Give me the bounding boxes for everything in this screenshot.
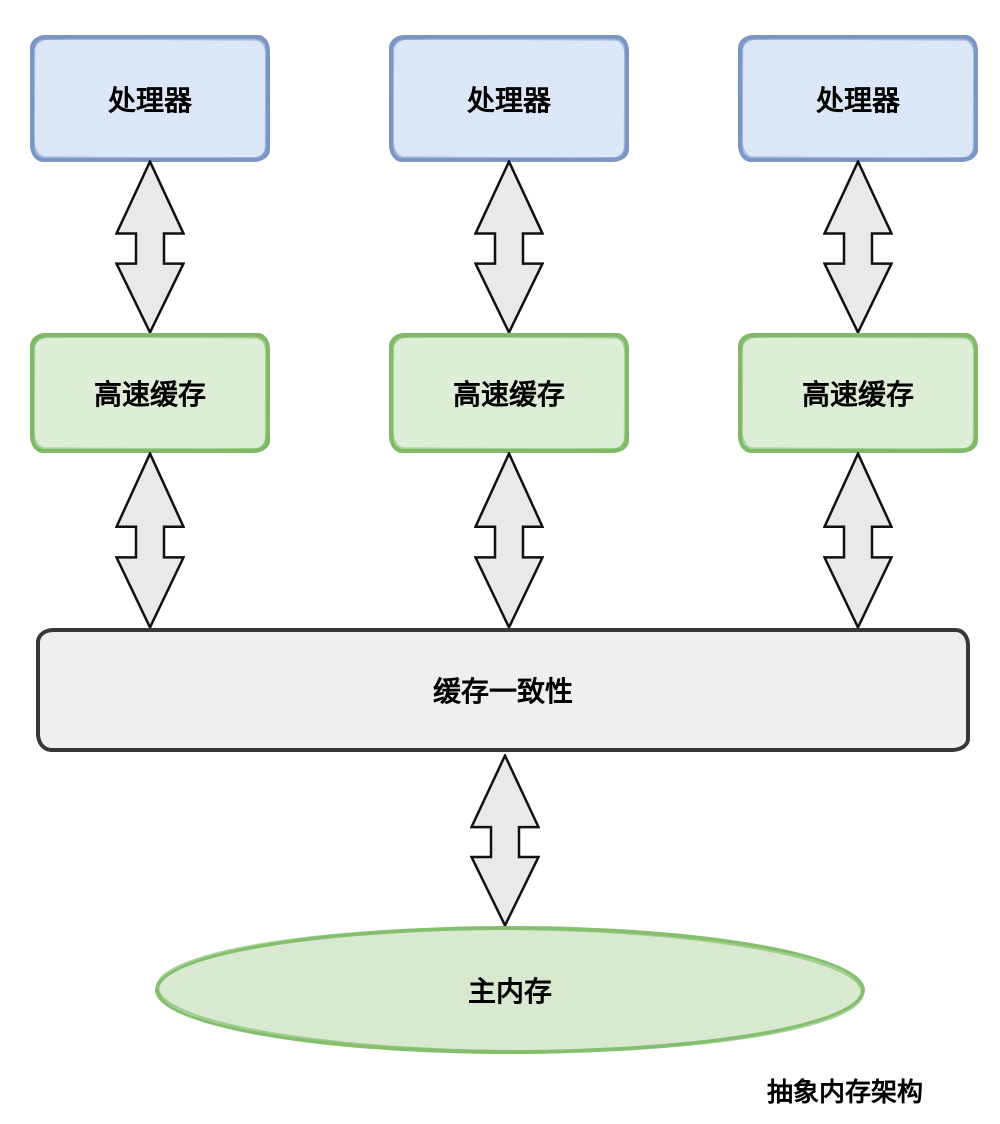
cache-bus-arrow-1: [115, 452, 185, 629]
double-arrow-icon: [474, 160, 544, 334]
cache-coherence-bus: 缓存一致性: [36, 628, 970, 752]
processor-label: 处理器: [466, 84, 551, 116]
double-arrow-icon: [474, 452, 544, 629]
main-memory-node: 主内存: [155, 926, 865, 1054]
bus-memory-arrow: [470, 754, 540, 927]
processor-cache-arrow-2: [474, 160, 544, 334]
processor-node-1: 处理器: [30, 35, 270, 162]
processor-label: 处理器: [107, 84, 192, 116]
cache-node-2: 高速缓存: [389, 333, 629, 453]
processor-cache-arrow-1: [115, 160, 185, 334]
cache-bus-arrow-3: [823, 452, 893, 629]
cache-node-1: 高速缓存: [30, 333, 270, 453]
double-arrow-icon: [470, 754, 540, 927]
double-arrow-icon: [823, 160, 893, 334]
double-arrow-icon: [823, 452, 893, 629]
cache-bus-arrow-2: [474, 452, 544, 629]
double-arrow-icon: [115, 160, 185, 334]
cache-label: 高速缓存: [452, 379, 565, 410]
processor-label: 处理器: [815, 84, 900, 116]
double-arrow-icon: [115, 452, 185, 629]
main-memory-label: 主内存: [467, 976, 552, 1007]
cache-node-3: 高速缓存: [738, 333, 978, 453]
processor-node-2: 处理器: [389, 35, 629, 162]
cache-label: 高速缓存: [801, 379, 914, 410]
processor-cache-arrow-3: [823, 160, 893, 334]
cache-coherence-label: 缓存一致性: [432, 676, 573, 707]
diagram-caption: 抽象内存架构: [766, 1077, 923, 1107]
processor-node-3: 处理器: [738, 35, 978, 162]
cache-label: 高速缓存: [93, 379, 206, 410]
